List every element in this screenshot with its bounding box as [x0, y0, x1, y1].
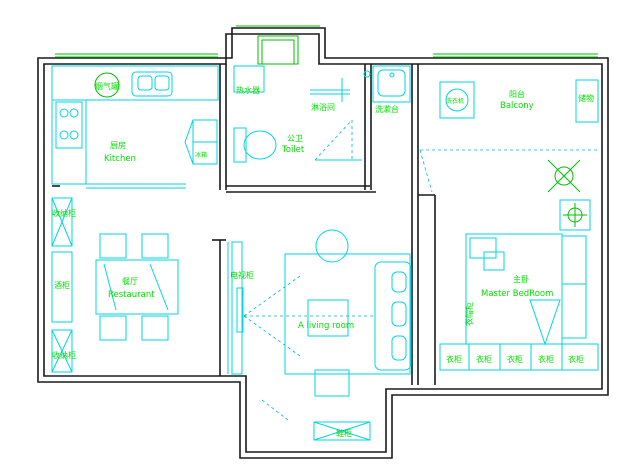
wash-basin-label: 洗漱台	[375, 104, 399, 114]
balcony-label-en: Balcony	[500, 101, 534, 111]
dining-room: 收纳柜 酒柜 收纳柜 餐厅 Restaurant	[51, 197, 179, 373]
wardrobe-cell-4: 衣柜	[538, 354, 554, 364]
shower-label: 淋浴间	[311, 102, 335, 112]
wardrobe-cell-5: 衣柜	[568, 354, 584, 364]
water-heater-label: 热水器	[236, 85, 260, 95]
toilet: 热水器 淋浴间 公卫 Toilet	[233, 65, 362, 163]
storage-bottom-label: 收纳柜	[52, 350, 76, 360]
washing-machine-label: 洗衣机	[446, 97, 464, 105]
wardrobe-cell-2: 衣柜	[476, 354, 492, 364]
toilet-label-cn: 公卫	[287, 134, 303, 143]
windows	[55, 25, 598, 65]
wardrobe-cell-1: 衣柜	[446, 354, 462, 364]
range-hood-label: 烟气罐	[95, 81, 119, 91]
wine-cabinet-label: 酒柜	[54, 280, 70, 290]
restaurant-label-en: Restaurant	[108, 290, 155, 300]
shoe-cabinet-label: 鞋柜	[336, 428, 352, 438]
balcony-label-cn: 阳台	[509, 89, 525, 99]
wash-basin: 洗漱台	[363, 65, 411, 114]
master-bedroom: 主卧 Master BedRoom 衣帽柜 衣柜 衣柜 衣柜 衣柜 衣柜	[439, 199, 599, 371]
kitchen: 烟气罐 厨房 Kitchen 冰箱	[51, 65, 219, 189]
outer-walls	[37, 27, 609, 459]
storage-top-label: 收纳柜	[52, 208, 76, 218]
wardrobe-cell-3: 衣柜	[507, 354, 523, 364]
master-bedroom-label-cn: 主卧	[513, 274, 529, 284]
entrance: 鞋柜	[261, 399, 371, 441]
tv-cabinet-label: 电视柜	[230, 270, 254, 280]
restaurant-label-cn: 餐厅	[122, 277, 138, 286]
living-room: 电视柜 A living room	[227, 229, 412, 397]
living-room-label: A living room	[298, 321, 354, 331]
balcony: 洗衣机 阳台 Balcony 储物	[419, 79, 600, 193]
master-bedroom-label-en: Master BedRoom	[481, 289, 553, 299]
balcony-cabinet-label: 储物	[578, 93, 594, 103]
kitchen-label-en: Kitchen	[104, 154, 136, 164]
wardrobe-side-label: 衣帽柜	[464, 302, 474, 326]
interior-walls	[52, 64, 436, 385]
kitchen-label-cn: 厨房	[110, 140, 126, 150]
fridge-label: 冰箱	[195, 151, 207, 159]
toilet-label-en: Toilet	[281, 145, 305, 155]
